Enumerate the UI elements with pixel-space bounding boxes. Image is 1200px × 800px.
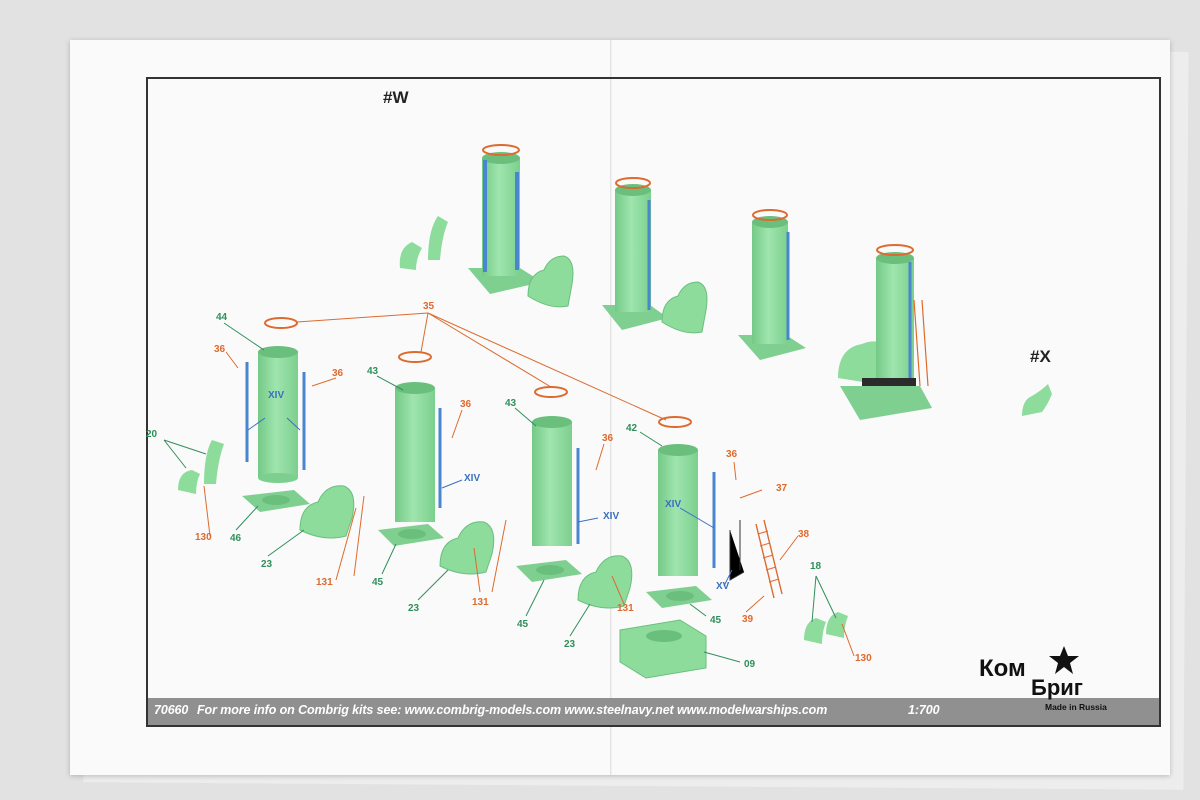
platform-ring-35-d	[658, 416, 692, 428]
base-part-45-c	[646, 586, 712, 608]
kit-code: 70660	[154, 703, 189, 717]
callout-130-a: 130	[195, 532, 212, 543]
stack-part-43-a	[395, 382, 435, 522]
callout-36-a: 36	[214, 344, 226, 355]
assembled-ventilator-3	[738, 209, 806, 360]
callout-45-c: 45	[710, 615, 722, 626]
callout-130-b: 130	[855, 653, 872, 664]
callout-23-a: 23	[261, 559, 273, 570]
callout-46: 46	[230, 533, 242, 544]
callout-18: 18	[810, 561, 822, 572]
callout-37: 37	[776, 483, 788, 494]
callout-xiv-3: XIV	[603, 511, 620, 522]
handrail-parts-xv	[729, 520, 745, 581]
callout-131-a: 131	[316, 577, 333, 588]
callout-45-b: 45	[517, 619, 529, 630]
footer-info: For more info on Combrig kits see: www.c…	[197, 703, 828, 717]
logo-star	[1049, 646, 1079, 674]
section-label-x: #X	[1030, 347, 1051, 366]
ladder-rods-1	[245, 362, 306, 470]
scale-label: 1:700	[908, 703, 940, 717]
made-in-russia: Made in Russia	[1045, 702, 1107, 712]
callout-23-b: 23	[408, 603, 420, 614]
callout-36-c: 36	[460, 399, 472, 410]
footer-bar: 70660 For more info on Combrig kits see:…	[148, 698, 1159, 725]
callout-xiv-1: XIV	[268, 390, 285, 401]
logo-line-2: Бриг	[1031, 675, 1083, 700]
loose-cowls-top	[399, 216, 448, 270]
platform-ring-35-c	[534, 386, 568, 398]
cowl-part-23-a	[299, 485, 355, 539]
stack-part-44	[258, 346, 298, 483]
callout-36-b: 36	[332, 368, 344, 379]
section-label-w: #W	[383, 88, 409, 107]
assembled-ventilator-2	[602, 177, 668, 330]
callout-43-a: 43	[367, 366, 379, 377]
stack-part-43-b	[532, 416, 572, 546]
base-part-45-a	[378, 524, 444, 546]
callout-36-e: 36	[726, 449, 738, 460]
callout-35: 35	[423, 301, 435, 312]
ventilator-cowl-top-1	[527, 255, 574, 308]
cowl-part-20	[178, 440, 224, 494]
center-fold	[610, 40, 612, 775]
assembled-ventilator-1	[468, 144, 542, 294]
callout-09: 09	[744, 659, 756, 670]
box-part-09	[619, 619, 707, 679]
callout-39: 39	[742, 614, 754, 625]
callout-xv: XV	[716, 581, 730, 592]
callout-131-b: 131	[472, 597, 489, 608]
callout-43-b: 43	[505, 398, 517, 409]
stack-part-42	[658, 444, 698, 576]
diagram-frame: 70660 For more info on Combrig kits see:…	[146, 77, 1161, 727]
callout-36-d: 36	[602, 433, 614, 444]
loose-cowl-x	[1022, 384, 1052, 416]
cowl-part-23-b	[439, 521, 495, 575]
callout-23-c: 23	[564, 639, 576, 650]
callout-42: 42	[626, 423, 638, 434]
logo-line-1: Ком	[979, 655, 1026, 682]
cowl-part-23-c	[577, 555, 633, 609]
callout-xiv-2: XIV	[464, 473, 481, 484]
callout-20: 20	[146, 429, 158, 440]
callout-45-a: 45	[372, 577, 384, 588]
callout-44: 44	[216, 312, 228, 323]
railing-part-38	[755, 519, 783, 599]
callout-38: 38	[798, 529, 810, 540]
platform-ring-35-b	[398, 351, 432, 363]
ventilator-cowl-top-2	[661, 281, 708, 334]
callout-xiv-4: XIV	[665, 499, 682, 510]
base-part-46	[242, 490, 310, 512]
callout-131-c: 131	[617, 603, 634, 614]
base-part-45-b	[516, 560, 582, 582]
leader-lines	[163, 312, 855, 663]
assembled-ventilator-4	[838, 244, 932, 420]
cowl-part-18	[804, 612, 848, 644]
platform-ring-35-a	[264, 317, 298, 329]
